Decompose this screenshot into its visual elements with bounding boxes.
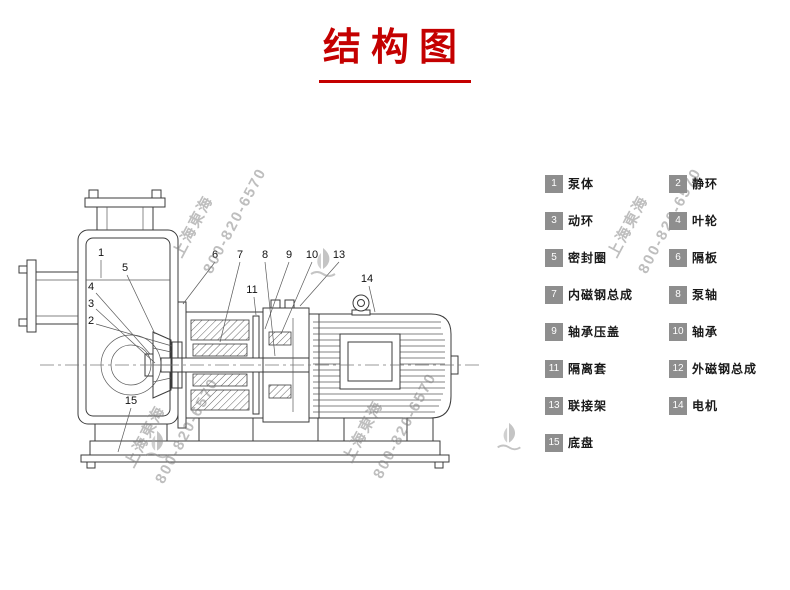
legend-item-5: 5 密封圈 [545,248,669,267]
callout-3: 3 [88,298,94,310]
inner-magnet-assembly [192,343,248,387]
legend-item-10: 10 轴承 [669,322,765,341]
legend-label: 密封圈 [568,251,608,265]
callout-2: 2 [88,315,94,327]
legend-number-badge: 14 [669,396,687,415]
legend-number-badge: 4 [669,211,687,230]
legend-number-badge: 1 [545,174,563,193]
legend-label: 电机 [692,399,719,413]
legend-number-badge: 11 [545,359,563,378]
legend-label: 隔离套 [568,362,608,376]
legend-item-1: 1 泵体 [545,174,669,193]
legend-item-14: 14 电机 [669,396,765,415]
legend-number-badge: 15 [545,433,563,452]
callout-14: 14 [361,273,373,285]
legend-item-8: 8 泵轴 [669,285,765,304]
legend-item-2: 2 静环 [669,174,765,193]
title-underline [319,80,471,83]
legend-label: 动环 [568,214,595,228]
legend-number-badge: 7 [545,285,563,304]
callout-15: 15 [125,395,137,407]
legend-label: 泵轴 [692,288,719,302]
callout-5: 5 [122,262,128,274]
legend-item-6: 6 隔板 [669,248,765,267]
callout-9: 9 [286,249,292,261]
page-title: 结构图 [322,27,467,69]
legend-label: 联接架 [568,399,608,413]
callout-13: 13 [333,249,345,261]
pump-cross-section-diagram: 1 5 4 3 2 6 7 8 9 10 13 11 14 15 [15,132,535,482]
legend-number-badge: 5 [545,248,563,267]
legend-number-badge: 3 [545,211,563,230]
legend-number-badge: 2 [669,174,687,193]
parts-legend: 1 泵体 2 静环 3 动环 4 叶轮 5 密封圈 6 隔板 7 内磁钢总成 8… [545,174,765,452]
baseplate [80,440,450,469]
legend-label: 隔板 [692,251,719,265]
callout-4: 4 [88,281,94,293]
legend-item-3: 3 动环 [545,211,669,230]
legend-number-badge: 9 [545,322,563,341]
legend-label: 底盘 [568,436,595,450]
legend-number-badge: 13 [545,396,563,415]
callout-10: 10 [306,249,318,261]
callout-7: 7 [237,249,243,261]
callout-numbers: 1 5 4 3 2 6 7 8 9 10 13 11 14 15 [88,247,373,407]
legend-item-9: 9 轴承压盖 [545,322,669,341]
legend-item-12: 12 外磁钢总成 [669,359,765,378]
header: 结构图 [0,16,790,83]
legend-label: 叶轮 [692,214,719,228]
pump-drawing-svg: 1 5 4 3 2 6 7 8 9 10 13 11 14 15 [18,189,483,469]
motor-foot-rear [406,417,434,442]
legend-number-badge: 8 [669,285,687,304]
callout-6: 6 [212,249,218,261]
legend-item-15: 15 底盘 [545,433,669,452]
legend-number-badge: 10 [669,322,687,341]
motor [308,294,459,442]
legend-label: 轴承压盖 [568,325,621,339]
motor-foot-front [317,417,345,442]
legend-label: 泵体 [568,177,595,191]
suction-flange [18,259,78,333]
legend-item-11: 11 隔离套 [545,359,669,378]
legend-item-4: 4 叶轮 [669,211,765,230]
legend-number-badge: 12 [669,359,687,378]
legend-label: 静环 [692,177,719,191]
legend-label: 轴承 [692,325,719,339]
callout-1: 1 [98,247,104,259]
legend-item-7: 7 内磁钢总成 [545,285,669,304]
inlet-flange [84,189,166,230]
legend-label: 内磁钢总成 [568,288,634,302]
legend-number-badge: 6 [669,248,687,267]
callout-8: 8 [262,249,268,261]
lifting-eye [352,294,370,312]
leader-lines [95,260,376,453]
legend-item-13: 13 联接架 [545,396,669,415]
legend-label: 外磁钢总成 [692,362,758,376]
callout-11: 11 [246,284,257,296]
